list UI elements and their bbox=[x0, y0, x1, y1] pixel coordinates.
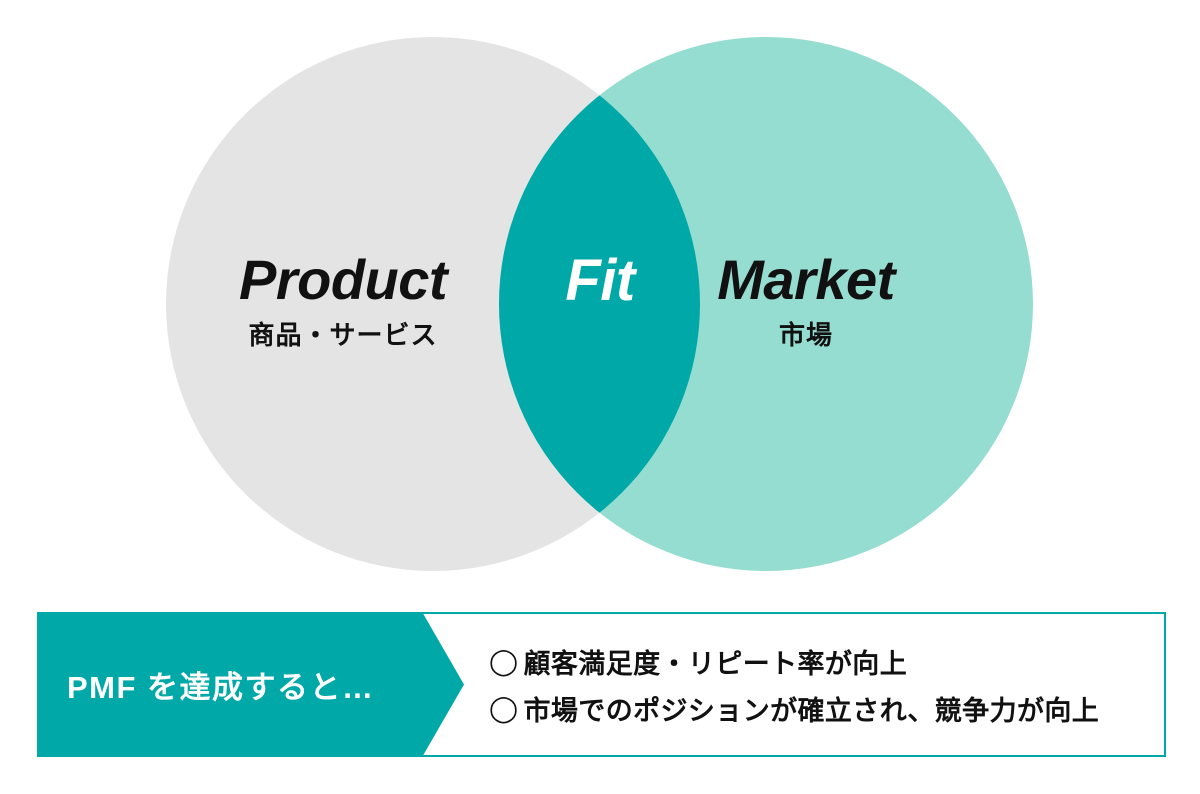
list-item: ◯ 顧客満足度・リピート率が向上 bbox=[489, 642, 1164, 681]
venn-label-fit: Fit bbox=[500, 252, 700, 310]
venn-label-market: Market 市場 bbox=[646, 248, 966, 350]
list-item: ◯ 市場でのポジションが確立され、競争力が向上 bbox=[489, 689, 1164, 728]
venn-label-product: Product 商品・サービス bbox=[183, 248, 503, 350]
venn-label-product-title: Product bbox=[238, 248, 448, 311]
circle-bullet-icon: ◯ bbox=[489, 692, 519, 723]
list-item-label: 顧客満足度・リピート率が向上 bbox=[523, 648, 908, 679]
venn-label-fit-title: Fit bbox=[565, 248, 635, 313]
venn-label-market-subtitle: 市場 bbox=[778, 320, 833, 350]
venn-label-product-subtitle: 商品・サービス bbox=[248, 320, 438, 350]
venn-svg bbox=[166, 37, 1033, 571]
pmf-result-banner: PMF を達成すると… ◯ 顧客満足度・リピート率が向上 ◯ 市場でのポジション… bbox=[37, 612, 1166, 757]
banner-arrow-shape: PMF を達成すると… bbox=[37, 612, 464, 757]
venn-diagram: Product 商品・サービス Fit Market 市場 bbox=[166, 37, 1033, 571]
list-item-label: 市場でのポジションが確立され、競争力が向上 bbox=[523, 695, 1100, 726]
circle-bullet-icon: ◯ bbox=[489, 645, 519, 676]
venn-intersection-fit bbox=[499, 37, 700, 571]
banner-heading: PMF を達成すると… bbox=[67, 670, 375, 705]
venn-label-market-title: Market bbox=[717, 248, 895, 311]
banner-bullet-list: ◯ 顧客満足度・リピート率が向上 ◯ 市場でのポジションが確立され、競争力が向上 bbox=[489, 614, 1164, 755]
